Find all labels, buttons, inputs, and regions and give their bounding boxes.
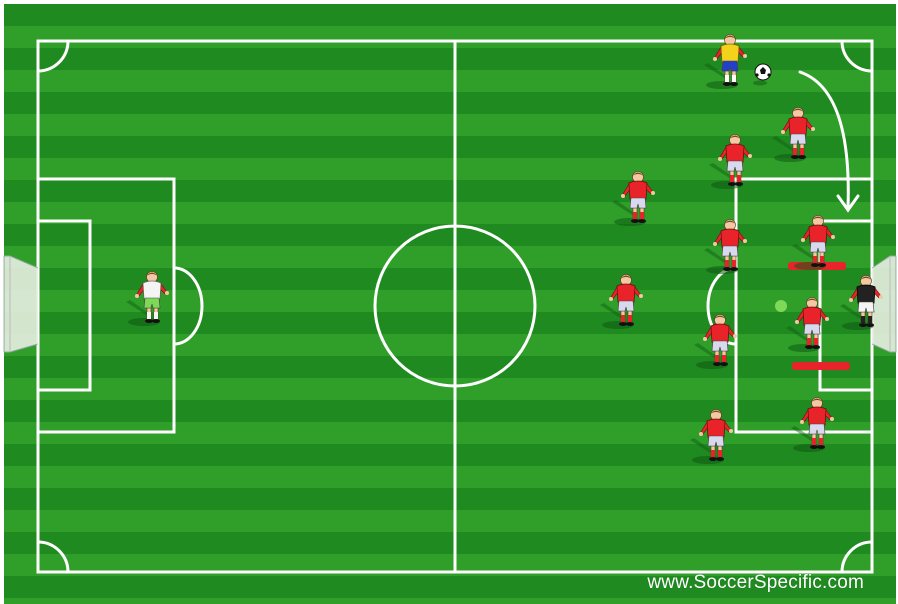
grass-stripe xyxy=(4,466,896,488)
grass-stripe xyxy=(4,26,896,48)
watermark-text: www.SoccerSpecific.com xyxy=(647,572,864,594)
target-spot xyxy=(775,300,787,312)
grass-stripe xyxy=(4,114,896,136)
grass-stripe xyxy=(4,158,896,180)
goal-net-icon xyxy=(4,256,38,352)
grass-stripe xyxy=(4,510,896,532)
grass-stripe xyxy=(4,246,896,268)
goal-net-icon xyxy=(872,256,896,352)
wall-marker xyxy=(792,362,850,370)
grass-stripe xyxy=(4,334,896,356)
grass-stripe xyxy=(4,598,896,604)
grass-stripe xyxy=(4,202,896,224)
grass-stripe xyxy=(4,378,896,400)
